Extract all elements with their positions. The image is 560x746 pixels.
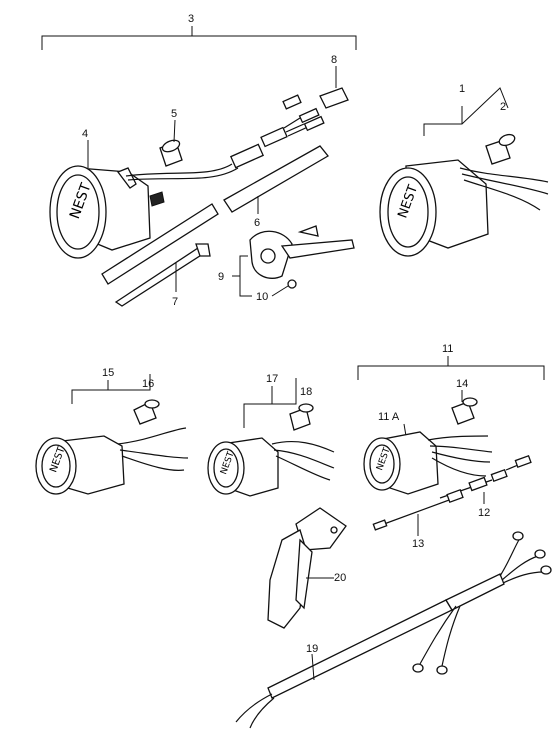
callout-14: 14 [456,378,468,390]
tie-strap-part-7 [114,243,211,307]
bracket-group-15 [71,374,151,404]
gauge-part-15: NEST [35,427,189,495]
gauge-part-4: NEST [49,165,165,259]
handle-part-20 [267,507,347,629]
callout-3: 3 [188,13,194,25]
callout-13: 13 [412,538,424,550]
callout-1: 1 [459,83,465,95]
callout-17: 17 [266,373,278,385]
callout-6: 6 [254,217,260,229]
callout-20: 20 [334,572,346,584]
callout-7: 7 [172,296,178,308]
tube-part-6 [101,145,329,285]
bulb-part-14 [451,397,478,425]
clip-part-9 [249,225,355,279]
screw-part-10 [287,279,297,289]
callout-2: 2 [500,101,506,113]
gauge-4-wire-harness [125,94,325,181]
bracket-group-11 [357,365,545,380]
callout-4: 4 [82,128,88,140]
bracket-group-3 [41,26,357,50]
callout-11a: 11 A [378,411,400,423]
bulb-part-16 [133,399,160,425]
bracket-part-1 [423,87,509,136]
bulb-part-5 [159,119,183,167]
callout-18: 18 [300,386,312,398]
callout-12: 12 [478,507,490,519]
gauge-part-17: NEST [207,437,335,497]
callout-10: 10 [256,291,268,303]
callout-9: 9 [218,271,224,283]
gauge-part-11a: NEST [363,431,493,495]
bulb-part-18 [289,403,314,431]
bulb-part-2 [485,133,516,165]
callout-19: 19 [306,643,318,655]
gauge-part-1: NEST [379,159,549,257]
callout-15: 15 [102,367,114,379]
connector-part-8 [319,66,349,109]
callout-16: 16 [142,378,154,390]
callout-11: 11 [442,343,453,355]
lead-part-13 [372,489,464,531]
callout-5: 5 [171,108,177,120]
bracket-group-17 [243,378,297,428]
callout-8: 8 [331,54,337,66]
